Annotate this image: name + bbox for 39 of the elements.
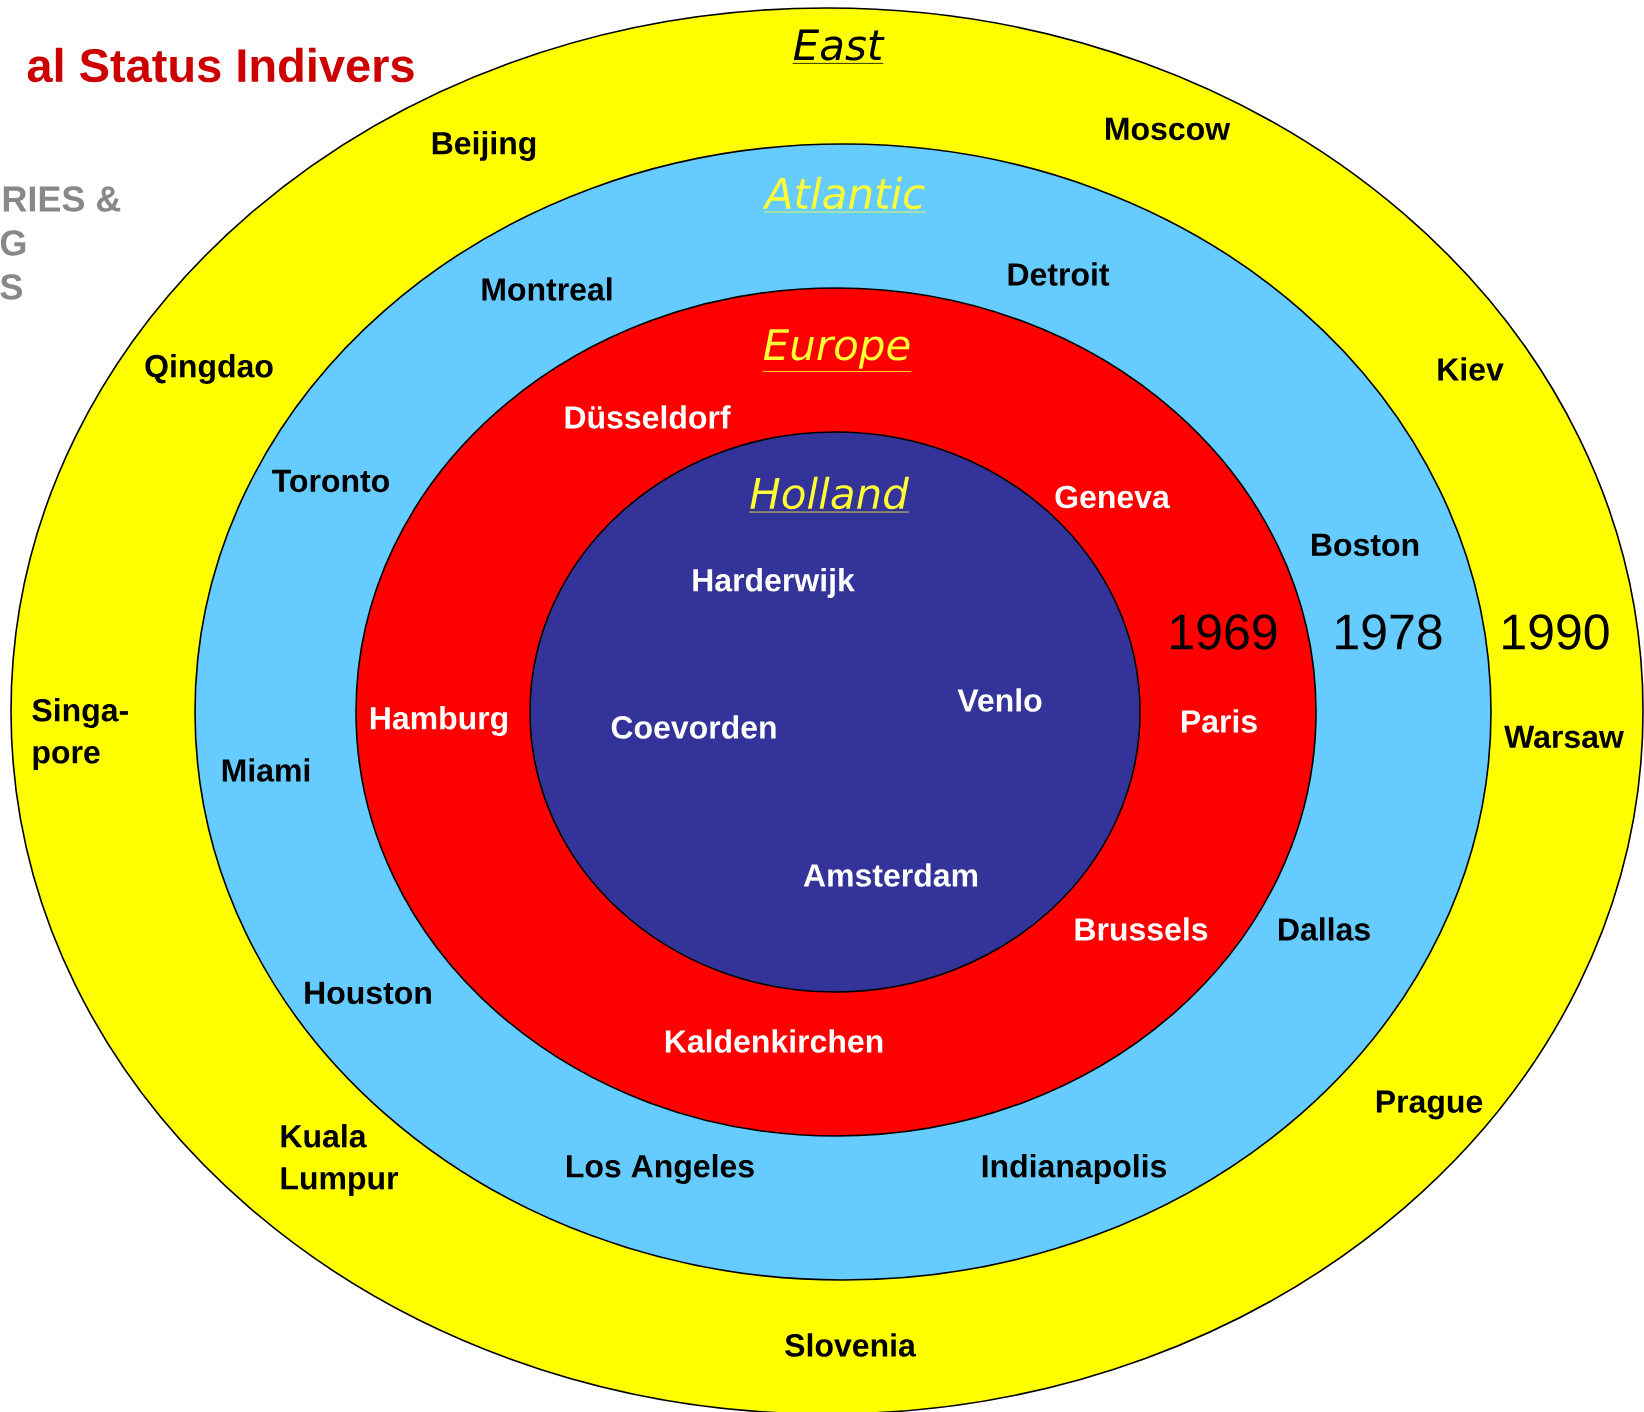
city-label: Harderwijk	[693, 568, 855, 598]
city-label: Paris	[1182, 709, 1257, 733]
city-label: Qingdao	[145, 354, 273, 384]
city-label: Detroit	[1008, 262, 1110, 286]
city-label: Prague	[1376, 1090, 1483, 1120]
city-label: Boston	[1312, 533, 1419, 557]
city-label: Hamburg	[370, 706, 508, 736]
city-label: Singa-pore	[32, 698, 128, 770]
city-label: Venlo	[957, 688, 1042, 712]
city-label: Houston	[305, 981, 431, 1005]
city-label: Dallas	[1279, 917, 1370, 941]
city-label: Kaldenkirchen	[665, 1029, 883, 1053]
city-label: Beijing	[432, 131, 536, 161]
city-label: Montreal	[482, 277, 612, 301]
region-heading: Atlantic	[762, 176, 926, 213]
year-label: 1969	[1171, 614, 1277, 650]
year-label: 1990	[1503, 614, 1609, 650]
city-label: Toronto	[272, 469, 389, 493]
title: al Status Indivers	[27, 47, 414, 83]
city-label: Warsaw	[1504, 725, 1624, 749]
heading-fragment: S	[0, 274, 22, 300]
city-label: Los Angeles	[567, 1154, 754, 1184]
heading-fragment: RIES &	[3, 186, 121, 212]
region-heading: Europe	[762, 329, 912, 372]
heading-fragment: G	[0, 230, 26, 256]
city-label: Geneva	[1055, 485, 1171, 509]
city-label: Amsterdam	[803, 863, 978, 887]
city-label: Kuala Lumpur	[281, 1124, 399, 1196]
city-label: Indianapolis	[982, 1154, 1167, 1184]
region-heading: East	[792, 29, 885, 64]
city-label: Miami	[222, 758, 310, 782]
city-label: Kiev	[1438, 357, 1504, 381]
region-heading: Holland	[748, 476, 910, 513]
city-label: Coevorden	[611, 715, 776, 739]
year-label: 1978	[1336, 614, 1442, 650]
city-label: Moscow	[1106, 117, 1231, 141]
city-label: Slovenia	[785, 1333, 917, 1357]
city-label: Brussels	[1075, 917, 1208, 941]
city-label: Düsseldorf	[565, 405, 731, 429]
